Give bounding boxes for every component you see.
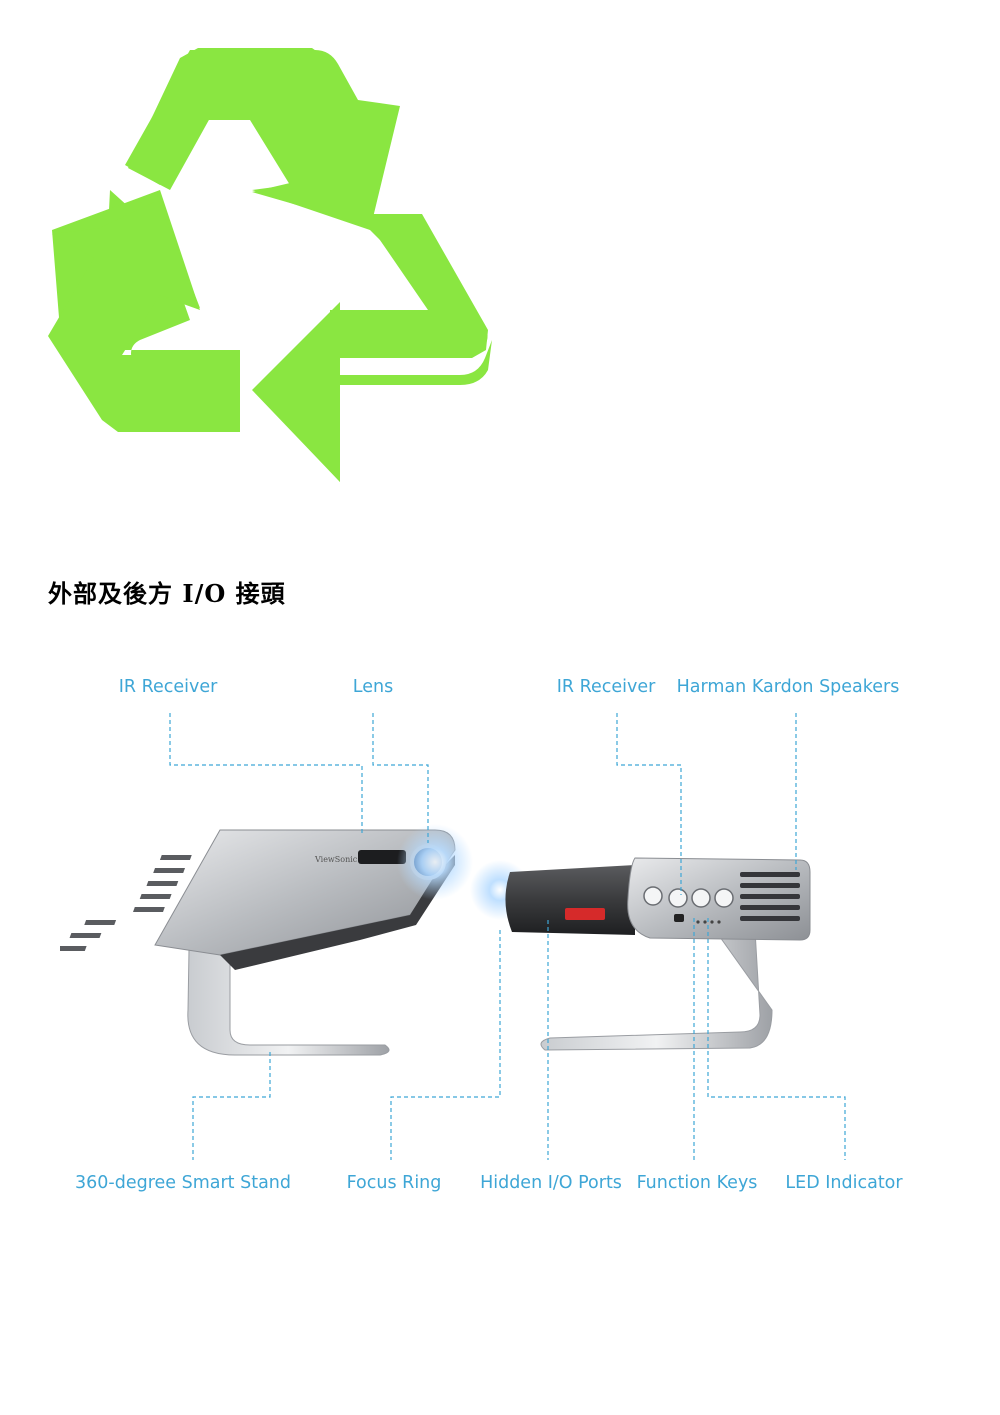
callout-smart-stand: 360-degree Smart Stand bbox=[75, 1173, 291, 1193]
brand-logo: ViewSonic bbox=[314, 855, 358, 864]
callout-led-indicator: LED Indicator bbox=[785, 1173, 903, 1193]
callout-function-keys: Function Keys bbox=[636, 1173, 758, 1193]
callout-ir-receiver-rear: IR Receiver bbox=[556, 677, 656, 697]
projector-rear bbox=[470, 857, 811, 1051]
recycle-icon bbox=[48, 48, 492, 482]
callout-speakers: Harman Kardon Speakers bbox=[676, 677, 900, 697]
projector-front: ViewSonic bbox=[60, 824, 473, 1056]
callout-lens: Lens bbox=[352, 677, 394, 697]
section-heading: 外部及後方 I/O 接頭 bbox=[48, 579, 286, 608]
callout-hidden-ports: Hidden I/O Ports bbox=[480, 1173, 622, 1193]
projector-diagram: ViewSonic bbox=[60, 824, 811, 1056]
callout-ir-receiver-front: IR Receiver bbox=[118, 677, 218, 697]
callout-focus-ring: Focus Ring bbox=[346, 1173, 442, 1193]
